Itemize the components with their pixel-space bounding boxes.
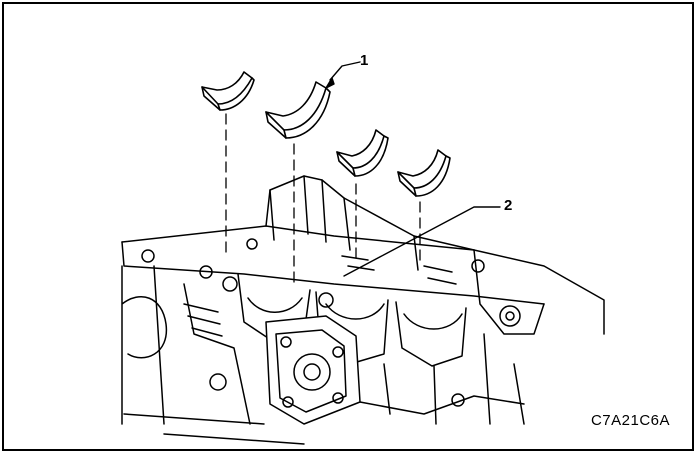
bearing-shell-2 bbox=[265, 81, 331, 139]
engine-block bbox=[121, 175, 605, 445]
engine-block-illustration bbox=[121, 61, 605, 445]
figure-code: C7A21C6A bbox=[590, 412, 670, 429]
bearing-shell-1 bbox=[201, 71, 255, 111]
callout-1: 1 bbox=[360, 52, 369, 69]
callout-leaders bbox=[325, 61, 501, 277]
bearing-shell-4 bbox=[397, 149, 451, 197]
figure-frame: 1 2 C7A21C6A bbox=[2, 2, 694, 451]
callout-2: 2 bbox=[504, 197, 513, 214]
bearing-shell-3 bbox=[336, 129, 389, 177]
